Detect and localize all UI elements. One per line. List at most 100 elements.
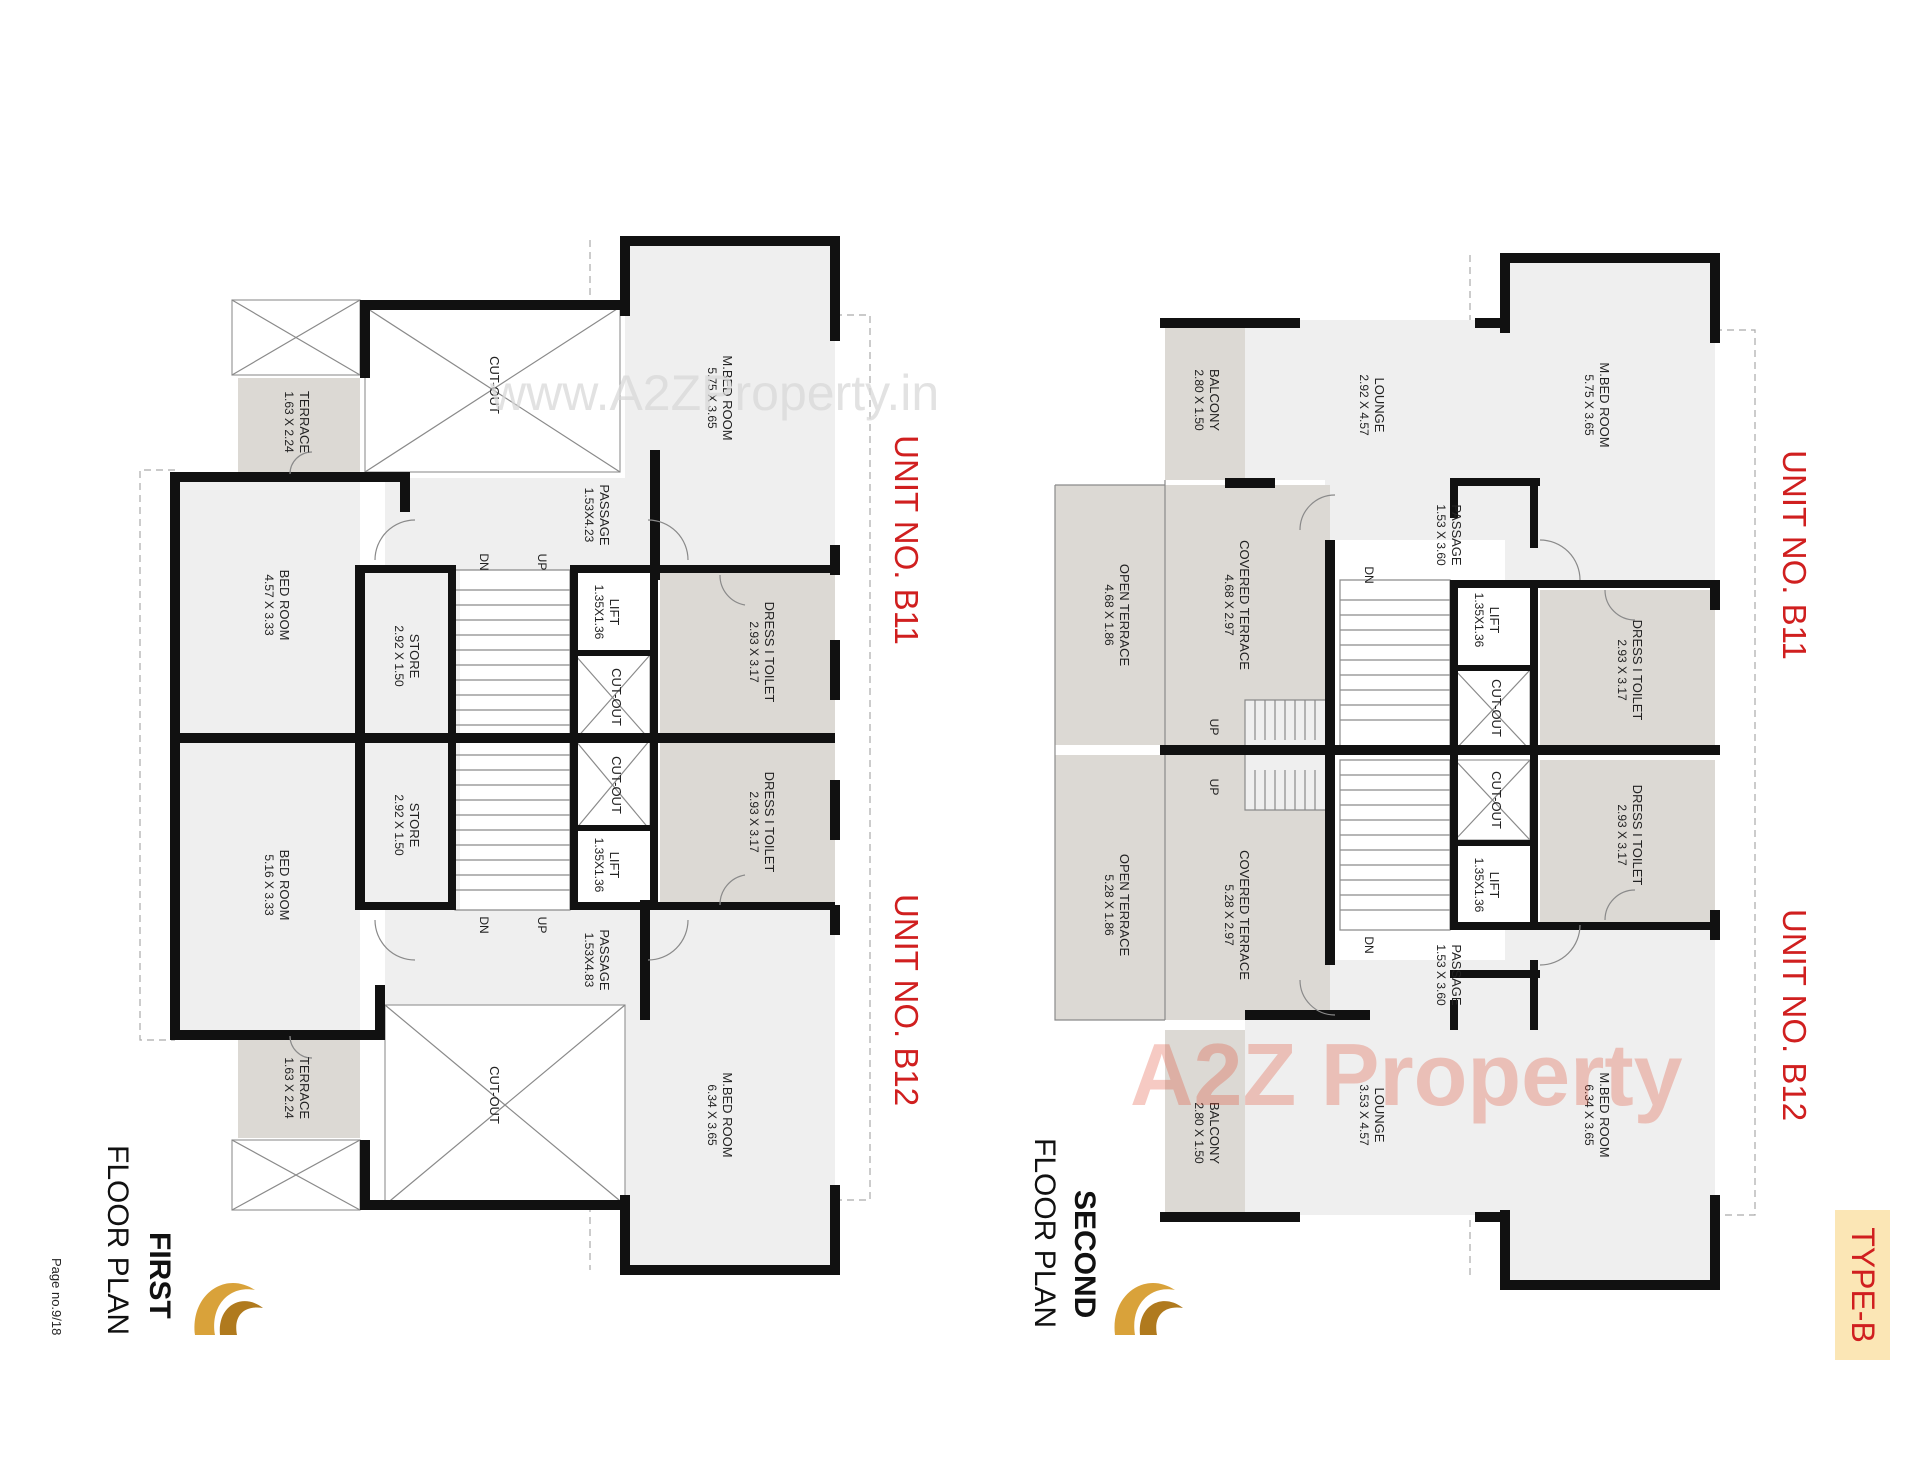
room-lift-bot: LIFT 1.35X1.36	[592, 838, 622, 893]
stair2-dn-top: DN	[1362, 566, 1376, 583]
svg-text:2.92 X 1.50: 2.92 X 1.50	[392, 625, 406, 687]
svg-text:BED ROOM: BED ROOM	[277, 570, 292, 641]
svg-text:1.35X1.36: 1.35X1.36	[592, 838, 606, 893]
svg-text:6.34 X 3.65: 6.34 X 3.65	[705, 1084, 719, 1146]
room-store-bot: STORE 2.92 X 1.50	[392, 794, 422, 856]
room-balcony-top: BALCONY 2.80 X 1.50	[1192, 369, 1222, 431]
room-dress-top-2: DRESS I TOILET 2.93 X 3.17	[1615, 620, 1645, 721]
second-floor-plan-title-rest: FLOOR PLAN	[1028, 1138, 1061, 1328]
room-lift-bot-2: LIFT 1.35X1.36	[1472, 858, 1502, 913]
room-store-top: STORE 2.92 X 1.50	[392, 625, 422, 687]
svg-text:M.BED ROOM: M.BED ROOM	[1597, 1072, 1612, 1157]
svg-text:LIFT: LIFT	[1487, 607, 1502, 634]
room-mbed-bot-2: M.BED ROOM 6.34 X 3.65	[1582, 1072, 1612, 1157]
svg-text:CUT-OUT: CUT-OUT	[487, 1066, 502, 1124]
room-dress-top: DRESS I TOILET 2.93 X 3.17	[747, 602, 777, 703]
room-passage-top-2: PASSAGE 1.53 X 3.60	[1434, 504, 1464, 566]
svg-text:1.53X4.23: 1.53X4.23	[582, 488, 596, 543]
svg-text:DRESS I TOILET: DRESS I TOILET	[762, 772, 777, 873]
room-passage-bot: PASSAGE 1.53X4.83	[582, 929, 612, 991]
svg-text:5.75 X 3.65: 5.75 X 3.65	[705, 367, 719, 429]
room-cut-lift-bot: CUT-OUT	[609, 756, 624, 814]
room-covered-top: COVERED TERRACE 4.68 X 2.97	[1222, 540, 1252, 670]
svg-text:LIFT: LIFT	[607, 852, 622, 879]
first-floor-plan-title-bold: FIRST	[143, 1232, 176, 1319]
svg-text:TERRACE: TERRACE	[297, 1057, 312, 1119]
svg-text:5.28 X 1.86: 5.28 X 1.86	[1102, 874, 1116, 936]
room-open-bot: OPEN TERRACE 5.28 X 1.86	[1102, 854, 1132, 957]
svg-text:1.35X1.36: 1.35X1.36	[1472, 593, 1486, 648]
room-dress-bot: DRESS I TOILET 2.93 X 3.17	[747, 772, 777, 873]
svg-text:CUT-OUT: CUT-OUT	[1489, 771, 1504, 829]
room-mbed-top-2: M.BED ROOM 5.75 X 3.65	[1582, 362, 1612, 447]
room-passage-bot-2: PASSAGE 1.53 X 3.60	[1434, 944, 1464, 1006]
svg-text:OPEN TERRACE: OPEN TERRACE	[1117, 564, 1132, 667]
svg-text:STORE: STORE	[407, 803, 422, 848]
stair-up-bot: UP	[535, 917, 549, 934]
svg-text:2.93 X 3.17: 2.93 X 3.17	[1615, 804, 1629, 866]
room-passage-top: PASSAGE 1.53X4.23	[582, 484, 612, 546]
svg-text:STORE: STORE	[407, 634, 422, 679]
svg-text:PASSAGE: PASSAGE	[1449, 504, 1464, 566]
svg-text:BED ROOM: BED ROOM	[277, 850, 292, 921]
svg-text:2.80 X 1.50: 2.80 X 1.50	[1192, 369, 1206, 431]
room-cut-top-2: CUT-OUT	[1489, 679, 1504, 737]
svg-text:2.92 X 4.57: 2.92 X 4.57	[1357, 374, 1371, 436]
svg-text:3.53 X 4.57: 3.53 X 4.57	[1357, 1084, 1371, 1146]
brand-logo-icon	[194, 1282, 263, 1335]
svg-text:2.93 X 3.17: 2.93 X 3.17	[747, 621, 761, 683]
svg-text:2.80 X 1.50: 2.80 X 1.50	[1192, 1102, 1206, 1164]
svg-text:CUT-OUT: CUT-OUT	[1489, 679, 1504, 737]
room-cutout-top: CUT-OUT	[487, 356, 502, 414]
svg-text:1.63 X 2.24: 1.63 X 2.24	[282, 1057, 296, 1119]
unit-label-b12-second: UNIT NO. B12	[1776, 909, 1813, 1121]
unit-label-b11-first: UNIT NO. B11	[888, 435, 925, 645]
svg-text:PASSAGE: PASSAGE	[597, 929, 612, 991]
svg-text:OPEN TERRACE: OPEN TERRACE	[1117, 854, 1132, 957]
svg-text:BALCONY: BALCONY	[1207, 369, 1222, 431]
stair2-dn-bot: DN	[1362, 936, 1376, 953]
svg-text:4.57 X 3.33: 4.57 X 3.33	[262, 574, 276, 636]
svg-text:COVERED TERRACE: COVERED TERRACE	[1237, 540, 1252, 670]
svg-text:LOUNGE: LOUNGE	[1372, 1088, 1387, 1143]
room-open-top: OPEN TERRACE 4.68 X 1.86	[1102, 564, 1132, 667]
type-badge-background	[1835, 1210, 1890, 1360]
site-watermark: www.A2ZProperty.in	[489, 365, 939, 421]
svg-text:LOUNGE: LOUNGE	[1372, 378, 1387, 433]
svg-text:M.BED ROOM: M.BED ROOM	[720, 1072, 735, 1157]
stair-dn-bot: DN	[477, 916, 491, 933]
stair-up-top: UP	[535, 554, 549, 571]
room-dress-bot-2: DRESS I TOILET 2.93 X 3.17	[1615, 785, 1645, 886]
svg-text:5.75 X 3.65: 5.75 X 3.65	[1582, 374, 1596, 436]
svg-text:DRESS I TOILET: DRESS I TOILET	[762, 602, 777, 703]
svg-text:M.BED ROOM: M.BED ROOM	[720, 355, 735, 440]
svg-text:DRESS I TOILET: DRESS I TOILET	[1630, 785, 1645, 886]
svg-text:1.53X4.83: 1.53X4.83	[582, 933, 596, 988]
room-mbed-top: M.BED ROOM 5.75 X 3.65	[705, 355, 735, 440]
room-cut-bot-2: CUT-OUT	[1489, 771, 1504, 829]
svg-text:LIFT: LIFT	[1487, 872, 1502, 899]
svg-text:CUT-OUT: CUT-OUT	[609, 756, 624, 814]
room-cut-lift-top: CUT-OUT	[609, 668, 624, 726]
stair2-up-top: UP	[1207, 719, 1221, 736]
second-floor-plan: BALCONY 2.80 X 1.50 LOUNGE 2.92 X 4.57 M…	[1028, 253, 1813, 1335]
svg-text:4.68 X 2.97: 4.68 X 2.97	[1222, 574, 1236, 636]
svg-text:4.68 X 1.86: 4.68 X 1.86	[1102, 584, 1116, 646]
svg-text:6.34 X 3.65: 6.34 X 3.65	[1582, 1084, 1596, 1146]
svg-text:COVERED TERRACE: COVERED TERRACE	[1237, 850, 1252, 980]
svg-text:2.92 X 1.50: 2.92 X 1.50	[392, 794, 406, 856]
type-badge: TYPE-B	[1845, 1227, 1881, 1343]
brand-logo-icon-2	[1114, 1282, 1183, 1335]
room-mbed-bot: M.BED ROOM 6.34 X 3.65	[705, 1072, 735, 1157]
room-balcony-bot: BALCONY 2.80 X 1.50	[1192, 1102, 1222, 1164]
svg-text:1.63 X 2.24: 1.63 X 2.24	[282, 391, 296, 453]
second-floor-plan-title-bold: SECOND	[1068, 1190, 1101, 1318]
svg-text:M.BED ROOM: M.BED ROOM	[1597, 362, 1612, 447]
svg-text:2.93 X 3.17: 2.93 X 3.17	[1615, 639, 1629, 701]
svg-text:5.28 X 2.97: 5.28 X 2.97	[1222, 884, 1236, 946]
first-floor-plan-title-rest: FLOOR PLAN	[101, 1145, 134, 1335]
room-terrace-top: TERRACE 1.63 X 2.24	[282, 391, 312, 453]
page-number: Page no.9/18	[49, 1258, 64, 1335]
stair2-up-bot: UP	[1207, 779, 1221, 796]
